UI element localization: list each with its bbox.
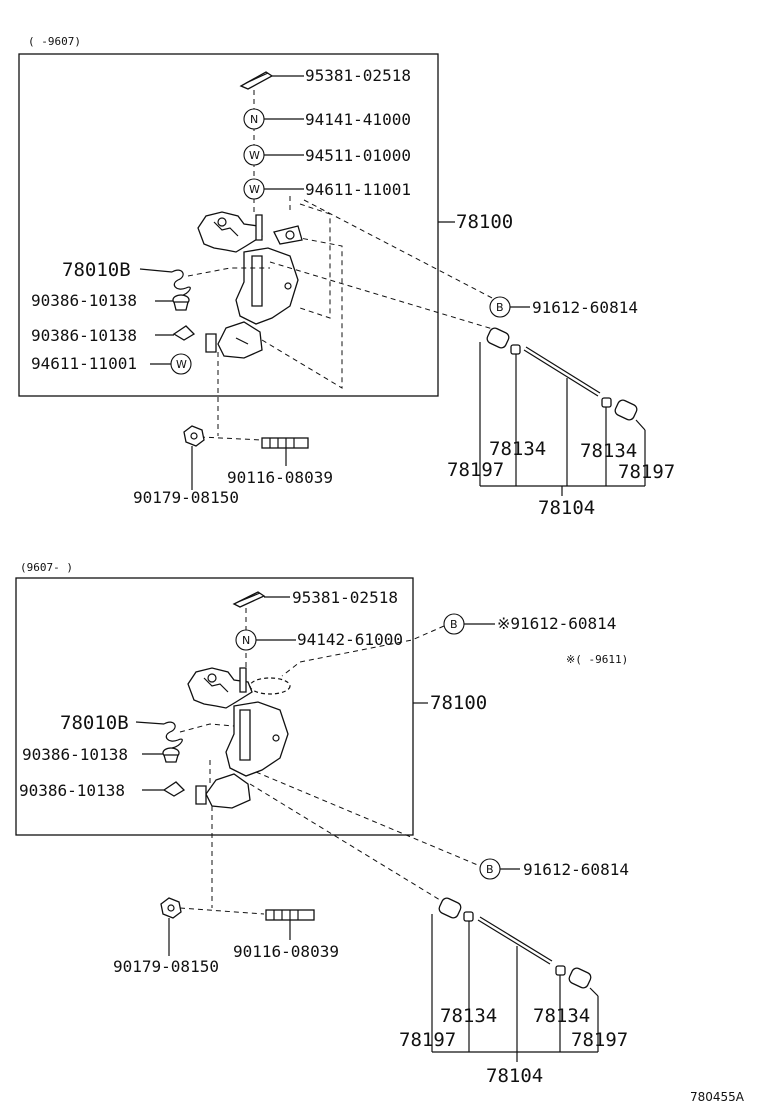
svg-text:N: N: [242, 634, 250, 647]
lower-rod-drawing: [438, 897, 592, 989]
upper-grommet-2-drawing: [172, 325, 196, 341]
upper-rod-assy-label: 78104: [538, 497, 595, 519]
svg-text:B: B: [486, 863, 494, 876]
lower-nut-lower-label: 90179-08150: [113, 957, 219, 976]
svg-text:B: B: [496, 301, 504, 314]
upper-range-note: ( -9607): [28, 35, 81, 48]
lower-stud-label: 90116-08039: [233, 942, 339, 961]
lower-b-symbol-top: B: [443, 613, 465, 635]
lower-grommet-2-drawing: [162, 781, 186, 797]
lower-rod-assy-label: 78104: [486, 1065, 543, 1087]
lower-stud-drawing: [265, 909, 315, 921]
upper-assembly-box: [18, 53, 439, 397]
upper-nut-drawing: [183, 425, 205, 447]
upper-dash-b: [299, 203, 331, 319]
lower-dash-spring: [179, 723, 235, 733]
lower-shift-lever-drawing: [187, 667, 291, 809]
diagram-id: 780455A: [690, 1090, 745, 1104]
upper-bolt-b-label: 91612-60814: [532, 298, 638, 317]
svg-text:W: W: [176, 358, 187, 371]
lower-cotter-pin-drawing: [232, 591, 266, 608]
upper-grommet-2-label: 90386-10138: [31, 326, 137, 345]
lower-nut-n-label: 94142-61000: [297, 630, 403, 649]
lower-star-note: ※( -9611): [566, 653, 628, 666]
lower-grommet-1-label: 90386-10138: [22, 745, 128, 764]
upper-stud-drawing: [261, 437, 309, 449]
upper-grommet-1-label: 90386-10138: [31, 291, 137, 310]
lower-pin-label: 95381-02518: [292, 588, 398, 607]
upper-dash-rod: [269, 261, 497, 331]
lower-assy-label: 78100: [430, 692, 487, 714]
lower-nut-drawing: [160, 897, 182, 919]
lower-spring-drawing: [163, 721, 183, 749]
lower-grommet-1-drawing: [162, 747, 180, 763]
svg-text:N: N: [250, 113, 258, 126]
svg-text:W: W: [249, 183, 260, 196]
lower-spring-label: 78010B: [60, 712, 129, 734]
upper-shift-lever-drawing: [197, 211, 303, 359]
lower-grommet-2-label: 90386-10138: [19, 781, 125, 800]
upper-n-symbol: N: [243, 108, 265, 130]
lower-b-symbol: B: [479, 858, 501, 880]
lower-end-r-label: 78197: [571, 1029, 628, 1051]
lower-section: (9607- ) 95381-02518 N 94142-61000 B ※91…: [15, 561, 629, 1087]
lower-dash-b-top: [281, 625, 445, 677]
upper-stud-label: 90116-08039: [227, 468, 333, 487]
upper-w-symbol-3: W: [170, 353, 192, 375]
lower-bolt-b-label: 91612-60814: [523, 860, 629, 879]
upper-washer-w3-label: 94611-11001: [31, 354, 137, 373]
upper-section: ( -9607) 95381-02518 N 94141-41000 W 945…: [18, 35, 675, 519]
lower-range-note: (9607- ): [20, 561, 73, 574]
upper-cotter-pin-drawing: [239, 71, 274, 90]
upper-bushing-r-label: 78134: [580, 440, 637, 462]
upper-end-r-label: 78197: [618, 461, 675, 483]
lower-dash-bolt: [255, 771, 481, 867]
svg-text:W: W: [249, 149, 260, 162]
lower-bushing-r-label: 78134: [533, 1005, 590, 1027]
lower-bolt-b-top-label: ※91612-60814: [497, 614, 616, 633]
upper-washer-w1-label: 94511-01000: [305, 146, 411, 165]
upper-dash-stud: [199, 436, 263, 441]
upper-grommet-1-drawing: [172, 294, 190, 311]
upper-dash-c: [261, 237, 343, 389]
lower-n-symbol: N: [235, 629, 257, 651]
upper-spring-drawing: [171, 269, 191, 297]
upper-rod-drawing: [486, 327, 638, 421]
upper-bushing-l-label: 78134: [489, 438, 546, 460]
lower-dash-stud: [179, 907, 265, 915]
upper-end-l-label: 78197: [447, 459, 504, 481]
upper-washer-w2-label: 94611-11001: [305, 180, 411, 199]
svg-text:B: B: [450, 618, 458, 631]
lower-assembly-box: [15, 577, 414, 836]
upper-b-symbol: B: [489, 296, 511, 318]
upper-dash-bolt: [303, 199, 497, 301]
upper-nut-n-label: 94141-41000: [305, 110, 411, 129]
upper-nut-lower-label: 90179-08150: [133, 488, 239, 507]
lower-end-l-label: 78197: [399, 1029, 456, 1051]
lower-dash-rod: [249, 783, 441, 901]
upper-w-symbol-1: W: [243, 144, 265, 166]
upper-pin-label: 95381-02518: [305, 66, 411, 85]
upper-assy-label: 78100: [456, 211, 513, 233]
upper-spring-label: 78010B: [62, 259, 131, 281]
upper-w-symbol-2: W: [243, 178, 265, 200]
lower-bushing-l-label: 78134: [440, 1005, 497, 1027]
